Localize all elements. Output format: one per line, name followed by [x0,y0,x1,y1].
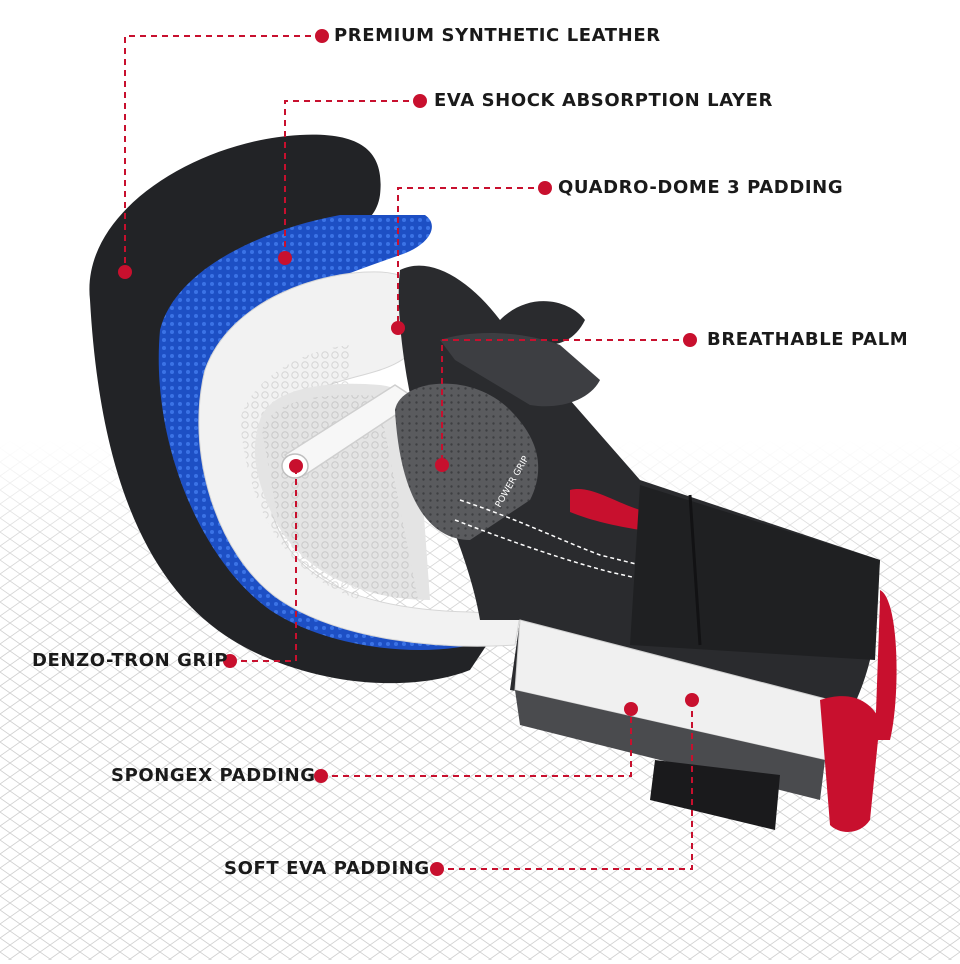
label-denzo-tron-grip: DENZO-TRON GRIP [32,650,229,671]
dot-palm-target [435,458,449,472]
label-premium-synthetic-leather: PREMIUM SYNTHETIC LEATHER [334,25,661,46]
leader-eva-shock-absorption-layer [284,100,420,258]
dot-grip-label [223,654,237,668]
strap-tab [650,760,780,830]
red-accent [570,489,640,530]
dot-quadro-target [391,321,405,335]
dot-eva-target [278,251,292,265]
label-soft-eva-padding: SOFT EVA PADDING [224,858,430,879]
leader-premium-synthetic-leather [124,35,322,272]
boxing-glove-cutaway: POWER GRIP [89,134,897,832]
breathable-palm-panel [395,383,539,540]
dot-premium-synthetic-leather-label [315,29,329,43]
leader-denzo-tron-grip [230,466,297,662]
callout-lines [124,35,693,870]
dot-soft-eva-target [685,693,699,707]
dot-spongex-label [314,769,328,783]
outer-shell [89,134,490,684]
label-quadro-dome-3-padding: QUADRO-DOME 3 PADDING [558,177,844,198]
dot-premium-synthetic-leather-target [118,265,132,279]
dot-quadro-label [538,181,552,195]
label-eva-shock-absorption-layer: EVA SHOCK ABSORPTION LAYER [434,90,774,111]
leader-breathable-palm [441,339,690,465]
leader-soft-eva-padding [437,700,693,870]
leader-spongex-padding [321,709,632,777]
leader-quadro-dome-3-padding [397,187,545,328]
callout-dots [118,29,699,876]
dot-spongex-target [624,702,638,716]
dot-soft-eva-label [430,862,444,876]
dot-grip-target [289,459,303,473]
label-breathable-palm: BREATHABLE PALM [707,329,909,350]
dot-palm-label [683,333,697,347]
label-spongex-padding: SPONGEX PADDING [111,765,316,786]
dot-eva-label [413,94,427,108]
